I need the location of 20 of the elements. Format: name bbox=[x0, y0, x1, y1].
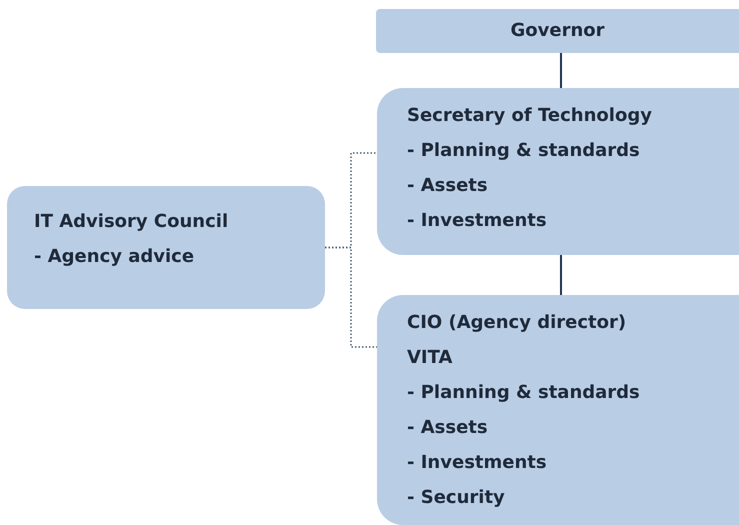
org-box bbox=[377, 295, 739, 525]
connector-line bbox=[560, 255, 562, 295]
org-box bbox=[7, 186, 325, 309]
box-text: - Investments bbox=[407, 451, 548, 475]
box-text: - Planning & standards bbox=[407, 381, 641, 405]
connector-line bbox=[560, 53, 562, 88]
box-text: - Assets bbox=[407, 416, 489, 440]
box-heading: Secretary of Technology bbox=[407, 104, 653, 128]
box-text: - Agency advice bbox=[34, 245, 196, 269]
org-box bbox=[376, 9, 739, 53]
box-text: - Investments bbox=[407, 209, 548, 233]
box-text: VITA bbox=[407, 346, 454, 370]
box-text: - Security bbox=[407, 486, 506, 510]
org-box bbox=[377, 88, 739, 255]
box-heading: Governor bbox=[509, 19, 606, 43]
box-text: - Planning & standards bbox=[407, 139, 641, 163]
box-heading: CIO (Agency director) bbox=[407, 311, 628, 335]
box-heading: IT Advisory Council bbox=[34, 210, 230, 234]
box-text: - Assets bbox=[407, 174, 489, 198]
dotted-connector bbox=[325, 246, 377, 348]
